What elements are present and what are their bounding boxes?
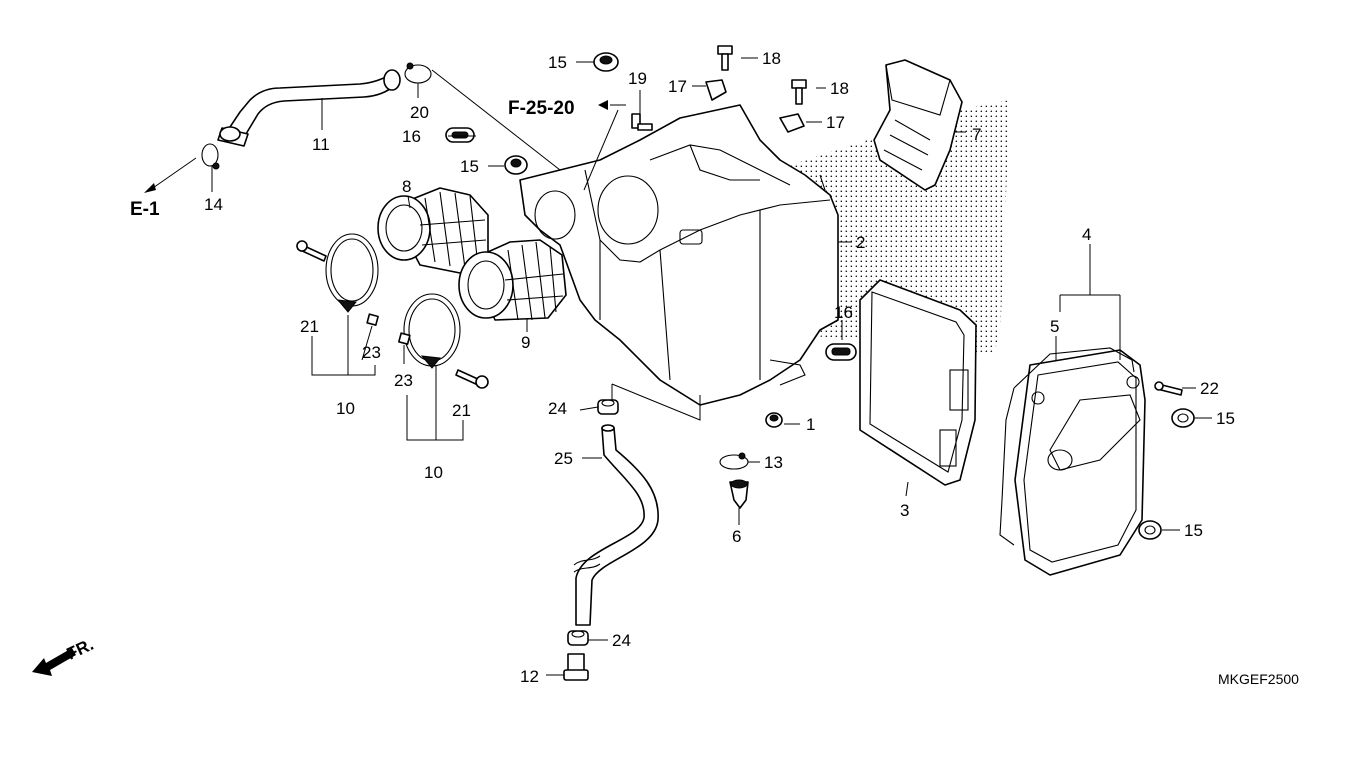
callout-24-lower: 24 [612, 631, 631, 650]
part-1-nut[interactable] [765, 412, 783, 428]
part-24-clamp-lower[interactable] [567, 630, 589, 646]
callout-6: 6 [732, 527, 741, 546]
callout-13: 13 [764, 453, 783, 472]
part-10-band-left[interactable] [325, 233, 379, 313]
callout-17-upper: 17 [668, 77, 687, 96]
callout-16-lower: 16 [834, 303, 853, 322]
part-17-clip-lower[interactable] [779, 113, 805, 133]
part-3-air-cleaner-element[interactable] [859, 279, 977, 486]
callout-5: 5 [1050, 317, 1059, 336]
callout-14: 14 [204, 195, 223, 214]
leader-lines [149, 57, 1212, 676]
callout-18-upper: 18 [762, 49, 781, 68]
part-15-grommet-mid[interactable] [504, 155, 528, 175]
front-arrow-icon [32, 648, 76, 676]
f2520-arrowhead [598, 100, 608, 110]
part-15-grommet-top[interactable] [593, 52, 619, 72]
part-13-clip[interactable] [719, 452, 749, 470]
callout-21-left: 21 [300, 317, 319, 336]
callout-10-left: 10 [336, 399, 355, 418]
callout-15-top: 15 [548, 53, 567, 72]
callout-3: 3 [900, 501, 909, 520]
part-5-seal[interactable] [999, 347, 1135, 546]
part-22-screw[interactable] [1154, 381, 1183, 396]
part-20-clip[interactable] [404, 62, 432, 84]
callout-23-right: 23 [394, 371, 413, 390]
part-18-screw-upper[interactable] [717, 45, 733, 71]
part-21-screw-right[interactable] [455, 369, 489, 389]
callout-20: 20 [410, 103, 429, 122]
callout-7: 7 [972, 125, 981, 144]
callout-11: 11 [312, 135, 330, 154]
callout-24-upper: 24 [548, 399, 567, 418]
part-18-screw-lower[interactable] [791, 79, 807, 105]
part-12-drain-plug[interactable] [563, 653, 589, 681]
callout-1: 1 [806, 415, 815, 434]
part-9-connecting-tube[interactable] [458, 239, 567, 321]
callout-12: 12 [520, 667, 539, 686]
reference-e1: E-1 [130, 199, 160, 220]
callout-15-mid: 15 [460, 157, 479, 176]
callout-25: 25 [554, 449, 573, 468]
callout-16-upper: 16 [402, 127, 421, 146]
part-8-connecting-tube[interactable] [377, 187, 489, 276]
part-17-clip-upper[interactable] [705, 79, 727, 101]
callout-8: 8 [402, 177, 411, 196]
part-23-nut-left[interactable] [366, 313, 379, 326]
callout-19: 19 [628, 69, 647, 88]
callout-labels: 1 2 3 4 5 6 7 8 9 10 10 11 12 13 14 15 1… [204, 49, 1235, 686]
callout-4: 4 [1082, 225, 1091, 244]
part-6-drain-plug[interactable] [729, 479, 749, 509]
callout-15-cover-lower: 15 [1184, 521, 1203, 540]
front-indicator: FR. [64, 635, 97, 664]
callout-22: 22 [1200, 379, 1219, 398]
callout-17-lower: 17 [826, 113, 845, 132]
part-24-clamp-upper[interactable] [597, 399, 619, 415]
part-16-rubber-upper[interactable] [445, 127, 475, 143]
callout-21-right: 21 [452, 401, 471, 420]
part-2-air-cleaner-case[interactable] [519, 104, 839, 406]
part-23-nut-right[interactable] [398, 332, 411, 345]
callout-10-right: 10 [424, 463, 443, 482]
part-16-rubber-lower[interactable] [825, 343, 857, 361]
part-25-drain-tube[interactable] [573, 424, 659, 626]
part-15-grommet-cover-lower[interactable] [1138, 520, 1162, 540]
callout-18-lower: 18 [830, 79, 849, 98]
part-4-air-cleaner-cover[interactable] [1014, 349, 1146, 576]
callout-15-cover-upper: 15 [1216, 409, 1235, 428]
callout-2: 2 [856, 233, 865, 252]
part-10-band-right[interactable] [403, 293, 461, 369]
part-15-grommet-cover-upper[interactable] [1171, 408, 1195, 428]
e1-arrowhead [144, 183, 156, 193]
part-21-screw-left[interactable] [296, 240, 327, 262]
callout-9: 9 [521, 333, 530, 352]
part-11-breather-tube[interactable] [217, 69, 401, 147]
reference-f2520: F-25-20 [508, 98, 575, 119]
figure-code: MKGEF2500 [1218, 671, 1299, 687]
callout-23-left: 23 [362, 343, 381, 362]
part-19-screw[interactable] [631, 113, 653, 131]
part-14-clip[interactable] [201, 143, 220, 170]
part-7-air-funnel[interactable] [873, 59, 963, 191]
